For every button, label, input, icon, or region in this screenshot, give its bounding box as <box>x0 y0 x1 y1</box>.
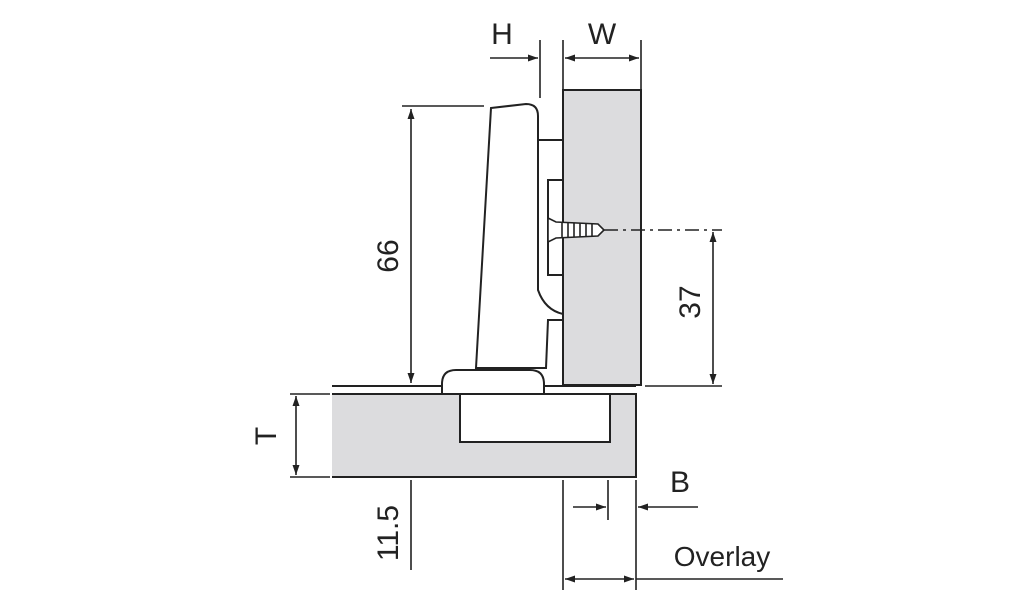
label-66: 66 <box>372 239 405 272</box>
hinge-body <box>441 102 564 395</box>
mounting-screw <box>547 216 606 244</box>
label-11-5: 11.5 <box>372 505 405 561</box>
label-37: 37 <box>674 285 707 318</box>
label-b: B <box>670 466 690 499</box>
dimension-lines <box>290 40 783 590</box>
label-overlay: Overlay <box>674 541 770 572</box>
hinge-arm-base <box>441 369 545 395</box>
label-t: T <box>250 427 283 445</box>
label-h: H <box>491 18 513 51</box>
label-w: W <box>588 18 617 51</box>
hinge-cup-recess <box>459 393 611 443</box>
door-panel <box>332 385 637 478</box>
